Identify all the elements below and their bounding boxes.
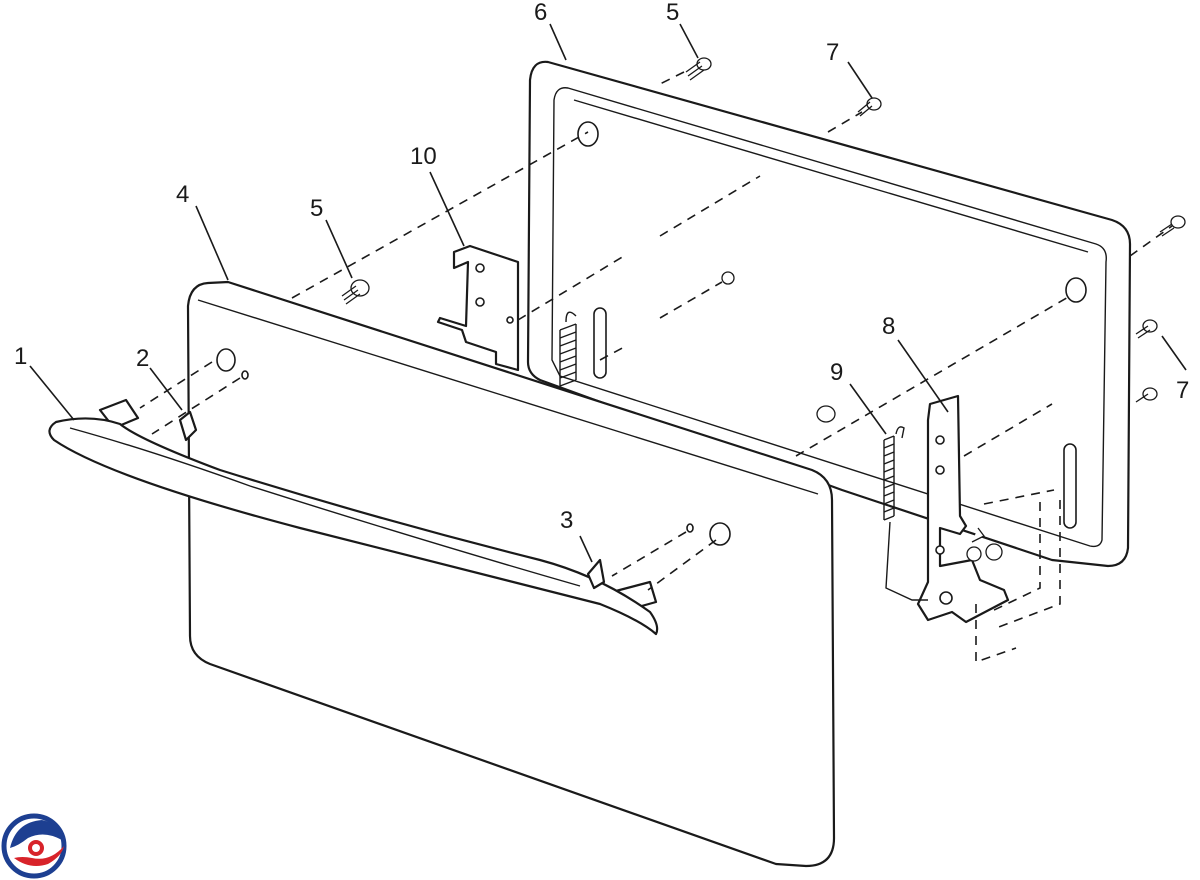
callout-1: 1 <box>14 343 27 370</box>
door-handle <box>48 398 659 636</box>
screw-top-7 <box>857 97 882 117</box>
callout-2: 2 <box>136 345 149 372</box>
callout-5-top: 5 <box>666 0 679 26</box>
screws-hinge <box>966 527 1003 562</box>
callout-7-top: 7 <box>826 39 839 66</box>
handle-bracket-left <box>178 410 198 442</box>
callout-7-right: 7 <box>1176 377 1189 404</box>
hinge-spring <box>883 426 928 601</box>
circular-swirl-logo-icon <box>1 813 67 879</box>
handle-bracket-right <box>586 558 606 590</box>
screw-top-5 <box>685 57 712 81</box>
inner-spring <box>559 311 577 387</box>
callout-5-left: 5 <box>310 195 323 222</box>
callout-9: 9 <box>830 359 843 386</box>
leader-lines <box>29 23 1187 563</box>
callout-3: 3 <box>560 507 573 534</box>
screws-right-7 <box>1135 215 1186 403</box>
screw-left-5 <box>341 279 370 305</box>
callout-10: 10 <box>410 143 437 170</box>
side-bracket <box>436 244 520 372</box>
screw-mid <box>721 271 836 423</box>
callout-4: 4 <box>176 181 189 208</box>
callout-8: 8 <box>882 313 895 340</box>
callout-6: 6 <box>534 0 547 26</box>
inner-door-panel <box>526 60 1132 568</box>
assembly-lines <box>139 71 1173 664</box>
